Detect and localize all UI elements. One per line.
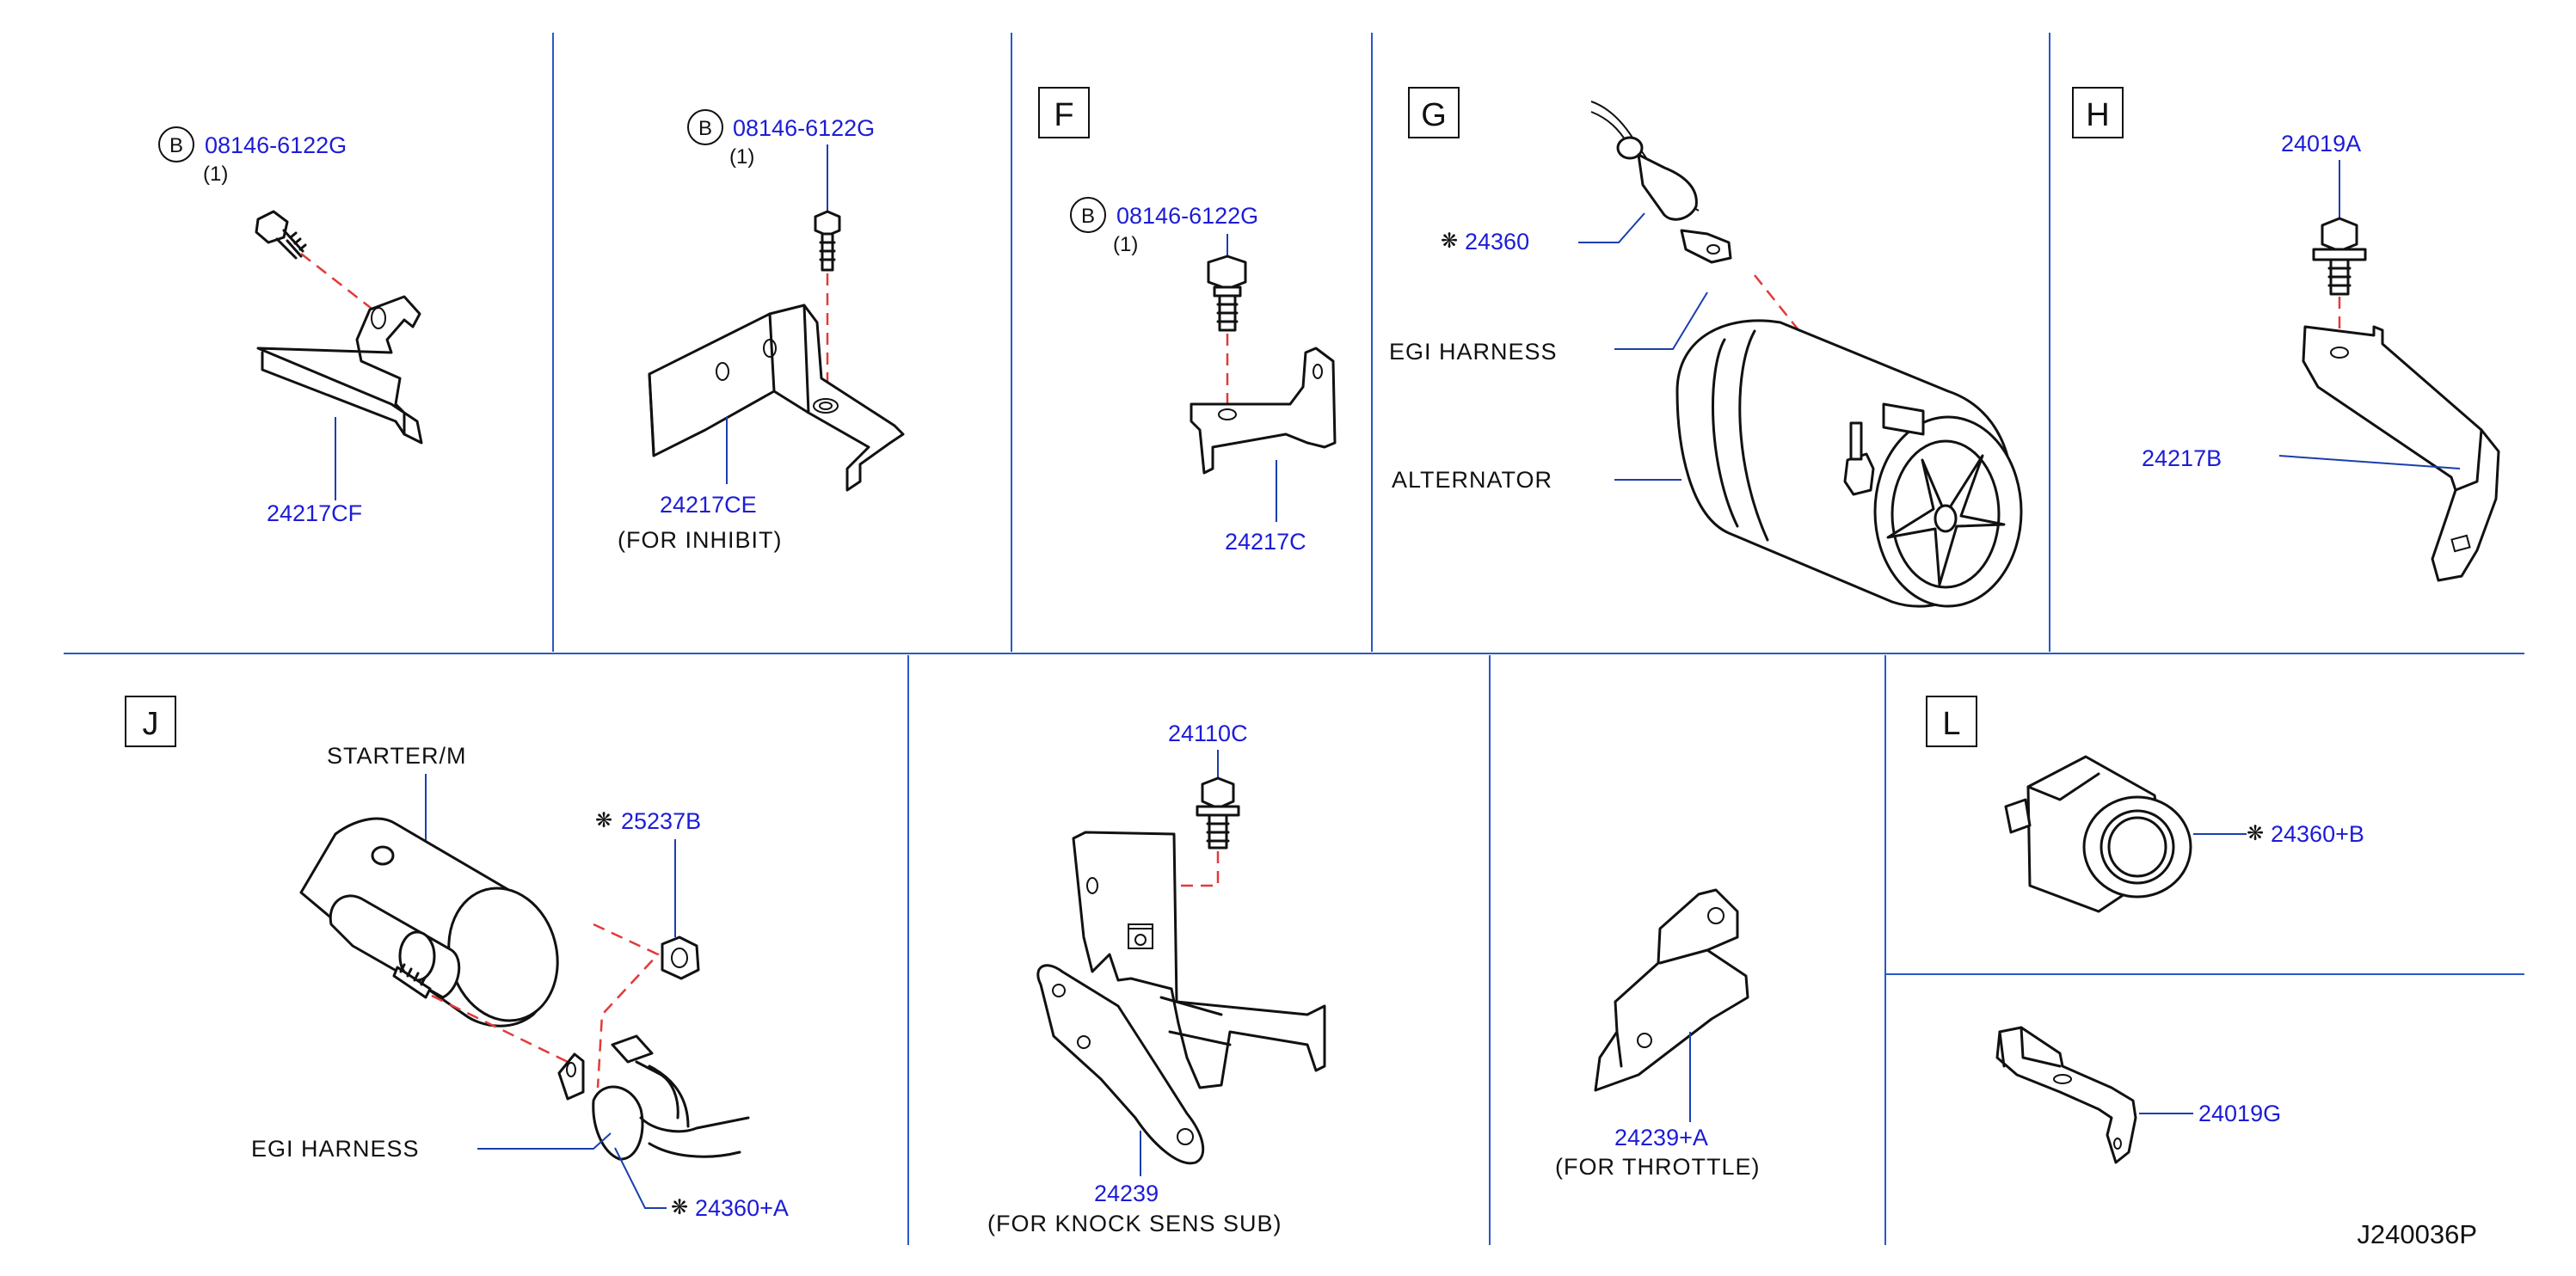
bracket-icon — [648, 304, 905, 492]
section-box-l: L — [1926, 696, 1977, 747]
hex-bolt-icon — [1196, 776, 1240, 850]
svg-text:F: F — [1054, 97, 1073, 133]
application-note-3: (FOR THROTTLE) — [1555, 1154, 1761, 1180]
hex-bolt-icon — [255, 210, 307, 260]
terminal-boot-icon — [1616, 136, 1698, 221]
quantity-label: (1) — [203, 163, 228, 186]
bracket-icon — [2302, 325, 2500, 582]
diagram-id: J240036P — [2357, 1219, 2477, 1249]
section-box-f: F — [1038, 87, 1090, 138]
part-number-25237b[interactable]: 25237B — [621, 808, 701, 834]
svg-text:(1): (1) — [729, 145, 754, 169]
panel-alternator: ❋ 24360 EGI HARNESS ALTERNATOR — [1389, 101, 2023, 608]
panel-24217ce: B 08146-6122G (1) 24217CE (FOR INHIBIT) — [618, 109, 905, 553]
alternator-icon — [1675, 319, 2023, 608]
panel-24217b: 24019A 24217B — [2142, 131, 2500, 582]
part-number-08146-6122g[interactable]: 08146-6122G — [205, 132, 347, 158]
bracket-icon — [1995, 1026, 2137, 1164]
part-number-24239[interactable]: 24239 — [1094, 1181, 1159, 1206]
hex-bolt-icon — [814, 210, 841, 272]
egi-harness-label: EGI HARNESS — [1389, 339, 1558, 365]
starter-motor-label: STARTER/M — [327, 743, 467, 769]
section-box-g: G — [1408, 87, 1460, 138]
part-number-24360[interactable]: 24360 — [1465, 229, 1529, 255]
svg-text:B: B — [1081, 205, 1095, 228]
svg-text:❋: ❋ — [595, 808, 612, 832]
starter-motor-icon — [299, 817, 559, 1028]
svg-text:❋: ❋ — [2247, 821, 2264, 845]
panel-24217c: B 08146-6122G (1) 24217C — [1070, 197, 1337, 555]
svg-text:J: J — [143, 706, 159, 742]
part-number-24217ce[interactable]: 24217CE — [660, 492, 757, 518]
panel-24360b: ❋ 24360+B 24019G — [1995, 755, 2364, 1164]
application-note: (FOR INHIBIT) — [618, 527, 782, 553]
svg-text:(1): (1) — [1113, 233, 1138, 256]
hex-bolt-icon — [2312, 217, 2367, 296]
panel-grid — [64, 33, 2524, 1245]
panel-starter: STARTER/M ❋ 25237B — [251, 743, 789, 1221]
panel-24239: 24110C 24239 (FOR KNOCK SENS SUB) — [987, 721, 1326, 1236]
part-number-24019a[interactable]: 24019A — [2281, 131, 2361, 156]
svg-text:L: L — [1942, 706, 1960, 742]
bolt-type-symbol: B — [169, 134, 183, 157]
svg-text:❋: ❋ — [1441, 229, 1458, 253]
part-number-24217c[interactable]: 24217C — [1225, 529, 1306, 555]
part-number-08146-6122g-2[interactable]: 08146-6122G — [733, 115, 875, 141]
part-number-24360-a[interactable]: 24360+A — [695, 1195, 789, 1221]
panel-24217cf: B 08146-6122G (1) 24217CF — [158, 126, 423, 526]
part-number-24239-a[interactable]: 24239+A — [1614, 1125, 1708, 1150]
svg-text:G: G — [1421, 97, 1447, 133]
egi-harness-label-2: EGI HARNESS — [251, 1136, 420, 1162]
bracket-icon — [1594, 888, 1749, 1092]
part-number-24110c[interactable]: 24110C — [1168, 721, 1248, 746]
part-number-24217cf[interactable]: 24217CF — [267, 500, 362, 526]
part-number-08146-6122g-3[interactable]: 08146-6122G — [1116, 203, 1258, 229]
panel-24239a: 24239+A (FOR THROTTLE) — [1555, 888, 1761, 1180]
terminal-boot-icon — [2004, 755, 2192, 913]
bracket-icon — [256, 295, 423, 445]
section-box-j: J — [125, 696, 176, 747]
hex-bolt-icon — [1207, 255, 1247, 332]
alternator-label: ALTERNATOR — [1392, 467, 1552, 493]
svg-text:B: B — [698, 117, 712, 140]
svg-text:H: H — [2086, 97, 2109, 133]
bracket-icon — [1190, 347, 1337, 475]
terminal-boot-icon — [557, 1034, 750, 1161]
bracket-icon — [1036, 831, 1326, 1165]
part-number-24217b[interactable]: 24217B — [2142, 445, 2222, 471]
hex-nut-icon — [661, 936, 700, 980]
application-note-2: (FOR KNOCK SENS SUB) — [987, 1211, 1282, 1236]
svg-text:❋: ❋ — [671, 1195, 688, 1219]
section-box-h: H — [2072, 87, 2124, 138]
part-number-24360-b[interactable]: 24360+B — [2271, 821, 2364, 847]
part-number-24019g[interactable]: 24019G — [2198, 1101, 2281, 1126]
